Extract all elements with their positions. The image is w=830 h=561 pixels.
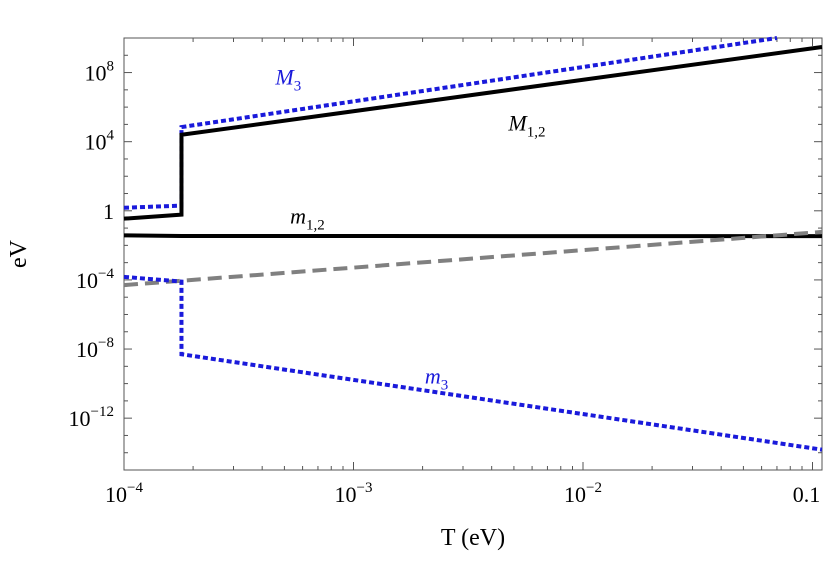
y-tick-label: 104 — [85, 128, 115, 155]
data-series — [123, 36, 823, 452]
x-tick-label: 0.1 — [793, 482, 821, 507]
x-tick-label: 10−2 — [564, 480, 602, 507]
label-m1-2: M1,2 — [507, 110, 545, 140]
series-m3-line — [123, 36, 778, 210]
series-m3-line — [123, 274, 823, 452]
y-tick-label: 1 — [103, 199, 114, 224]
y-tick-label: 10−4 — [76, 266, 114, 293]
x-tick-label: 10−3 — [335, 480, 373, 507]
label-m3: m3 — [425, 364, 448, 394]
label-m3: M3 — [274, 65, 301, 95]
plot-frame — [123, 37, 823, 471]
series-m1-2-line — [123, 45, 823, 221]
label-m1-2: m1,2 — [290, 204, 325, 234]
y-axis-label: eV — [6, 239, 32, 268]
y-tick-label: 10−8 — [76, 335, 114, 362]
axis-ticks — [123, 37, 822, 471]
x-axis-label: T (eV) — [441, 525, 505, 551]
tick-labels: 10−4 10−3 10−2 0.1 10−12 10−8 10−4 1 104 108 — [69, 59, 821, 507]
series-m1-2-line — [123, 233, 823, 239]
series-unnamed-line — [123, 229, 823, 288]
y-tick-label: 10−12 — [69, 404, 114, 431]
x-tick-label: 10−4 — [105, 480, 143, 507]
y-tick-label: 108 — [85, 59, 115, 86]
